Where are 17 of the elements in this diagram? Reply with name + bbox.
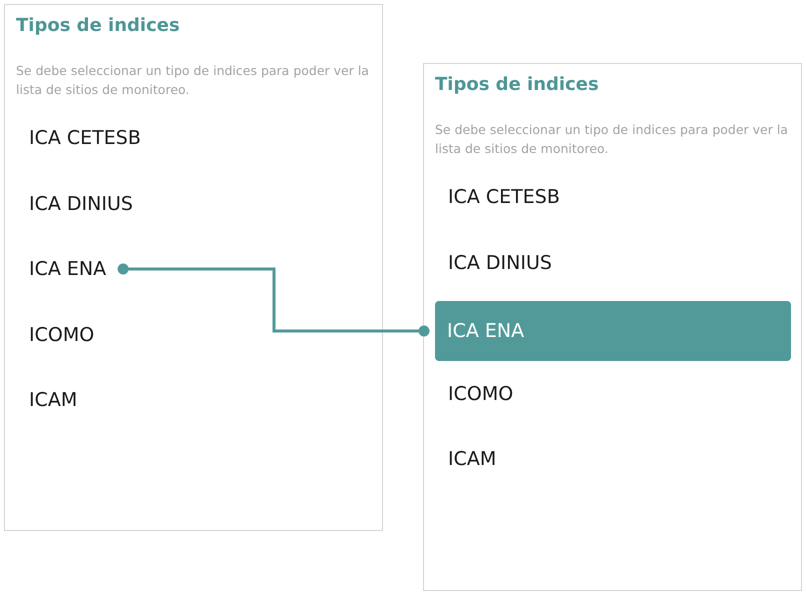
panel-title: Tipos de indices	[16, 15, 180, 36]
list-item: ICAM	[448, 447, 496, 471]
selected-list-item: ICA ENA	[435, 301, 791, 361]
list-item: ICOMO	[29, 322, 94, 346]
list-item: ICA DINIUS	[29, 192, 133, 216]
list-item: ICA CETESB	[448, 185, 560, 209]
list-item: ICOMO	[448, 382, 514, 406]
instruction-text: Se debe seleccionar un tipo de indices para poder ver la lista de sitios de monitoreo.	[16, 62, 370, 99]
list-item: ICA ENA	[29, 257, 106, 281]
panel-title: Tipos de indices	[435, 74, 599, 95]
instruction-text: Se debe seleccionar un tipo de indices para poder ver la lista de sitios de monitoreo.	[435, 121, 789, 158]
selection-panel	[423, 63, 802, 591]
list-item: ICA DINIUS	[448, 250, 552, 274]
list-item: ICAM	[29, 388, 78, 412]
connector-line	[118, 264, 430, 336]
list-item: ICA CETESB	[29, 126, 141, 150]
selection-panel	[4, 4, 383, 531]
